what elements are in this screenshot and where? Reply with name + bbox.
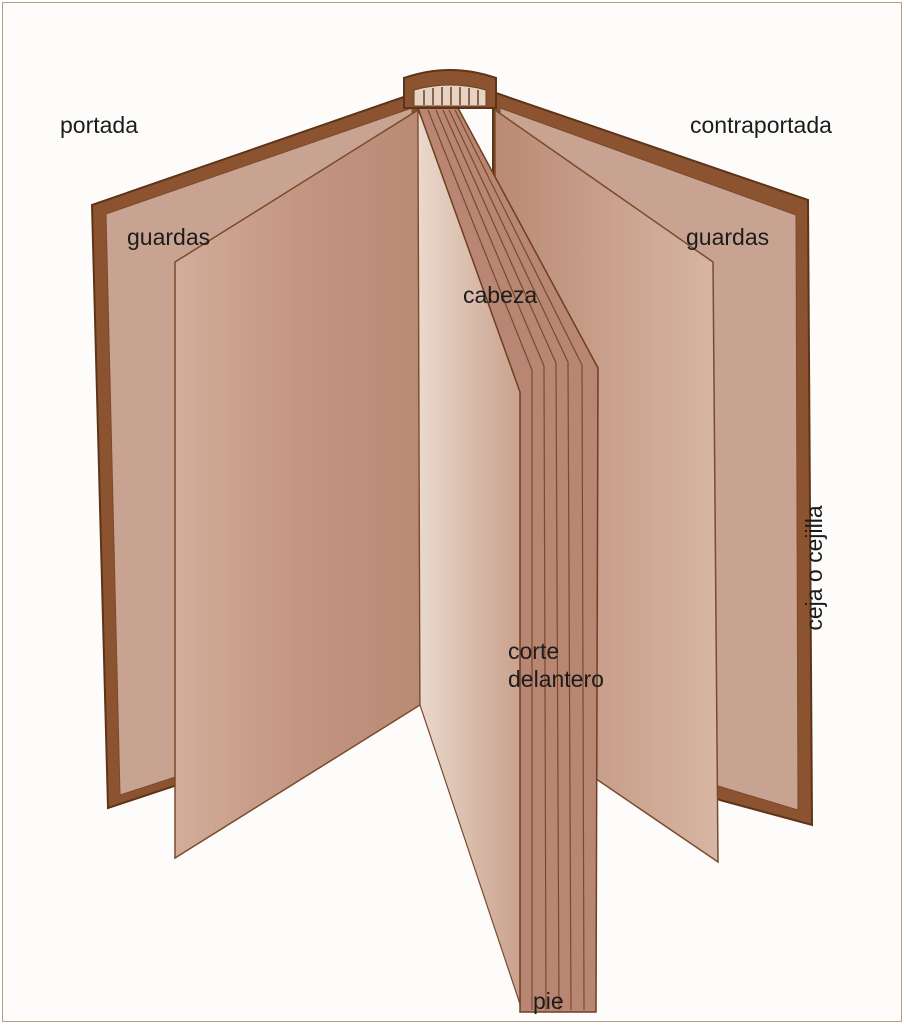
label-contraportada: contraportada bbox=[690, 112, 832, 140]
label-guardas-right: guardas bbox=[686, 224, 769, 252]
label-guardas-left: guardas bbox=[127, 224, 210, 252]
label-ceja-o-cejilla: ceja o cejilla bbox=[801, 505, 829, 630]
label-corte-delantero: corte delantero bbox=[508, 638, 604, 693]
label-cabeza: cabeza bbox=[463, 282, 537, 310]
label-portada: portada bbox=[60, 112, 138, 140]
headband bbox=[414, 85, 486, 106]
label-pie: pie bbox=[533, 988, 564, 1016]
